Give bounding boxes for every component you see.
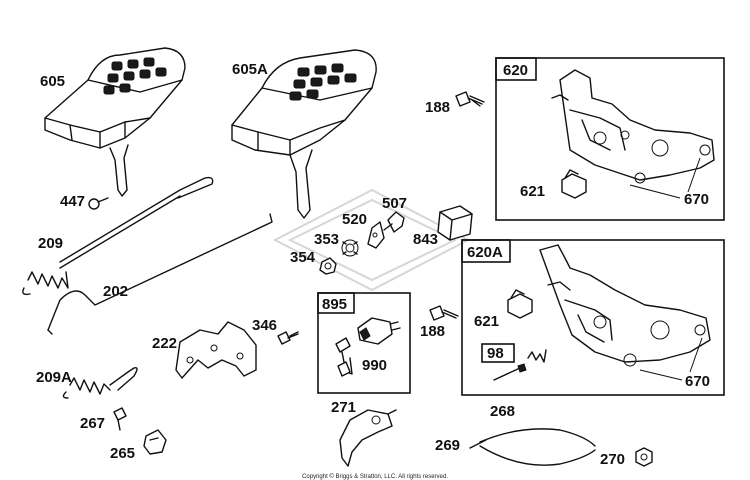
plate-222: [175, 321, 257, 379]
switch-621b: [507, 289, 533, 319]
label-268: 268: [490, 403, 515, 420]
label-447: 447: [60, 193, 85, 210]
label-209: 209: [38, 235, 63, 252]
label-990: 990: [362, 357, 387, 374]
bracket-520: [367, 221, 385, 249]
label-670-top: 670: [684, 191, 709, 208]
bolt-346: [277, 331, 299, 345]
label-621-bottom: 621: [474, 313, 499, 330]
label-202: 202: [103, 283, 128, 300]
label-507: 507: [382, 195, 407, 212]
label-265: 265: [110, 445, 135, 462]
label-353: 353: [314, 231, 339, 248]
washer-353: [341, 239, 359, 257]
cable-268: [469, 428, 596, 466]
label-269: 269: [435, 437, 460, 454]
label-209A: 209A: [36, 369, 72, 386]
label-605: 605: [40, 73, 65, 90]
rod-202: [47, 213, 273, 335]
label-222: 222: [152, 335, 177, 352]
control-bracket-620A: [539, 244, 711, 367]
nut-354: [319, 257, 337, 275]
clip-265: [143, 429, 167, 455]
copyright-text: Copyright © Briggs & Stratton, LLC. All …: [302, 473, 448, 480]
label-520: 520: [342, 211, 367, 228]
label-271: 271: [331, 399, 356, 416]
knob-507: [383, 211, 405, 233]
grip-843: [437, 205, 473, 241]
label-box-895: [317, 292, 355, 314]
label-box-620: [495, 57, 537, 81]
assembly-box-620: [495, 57, 725, 221]
key-switch-990: [335, 317, 401, 377]
assembly-box-620A: [461, 239, 725, 396]
label-346: 346: [252, 317, 277, 334]
label-188-top: 188: [425, 99, 450, 116]
control-bracket-620: [551, 69, 715, 184]
label-267: 267: [80, 415, 105, 432]
label-605A: 605A: [232, 61, 268, 78]
assembly-box-895: [317, 292, 411, 394]
nut-270: [635, 447, 653, 467]
label-98: 98: [487, 345, 504, 362]
spring-209A: [62, 366, 138, 399]
spring-rod-209: [22, 176, 214, 296]
cover-605: [44, 47, 186, 197]
cover-605A: [231, 49, 377, 219]
bolt-447: [88, 197, 109, 210]
label-620: 620: [503, 62, 528, 79]
switch-621a: [561, 169, 587, 199]
bolt-188-top: [455, 91, 485, 107]
label-188-bottom: 188: [420, 323, 445, 340]
label-670-bottom: 670: [685, 373, 710, 390]
label-621-top: 621: [520, 183, 545, 200]
plunger-98: [493, 349, 547, 381]
label-354: 354: [290, 249, 316, 266]
label-270: 270: [600, 451, 625, 468]
lever-271: [339, 409, 397, 467]
bolt-188-bottom: [429, 305, 459, 321]
label-895: 895: [322, 296, 347, 313]
bolt-267: [113, 407, 127, 431]
label-843: 843: [413, 231, 438, 248]
label-620A: 620A: [467, 244, 503, 261]
label-box-98: [481, 343, 515, 363]
label-box-620A: [461, 239, 511, 263]
